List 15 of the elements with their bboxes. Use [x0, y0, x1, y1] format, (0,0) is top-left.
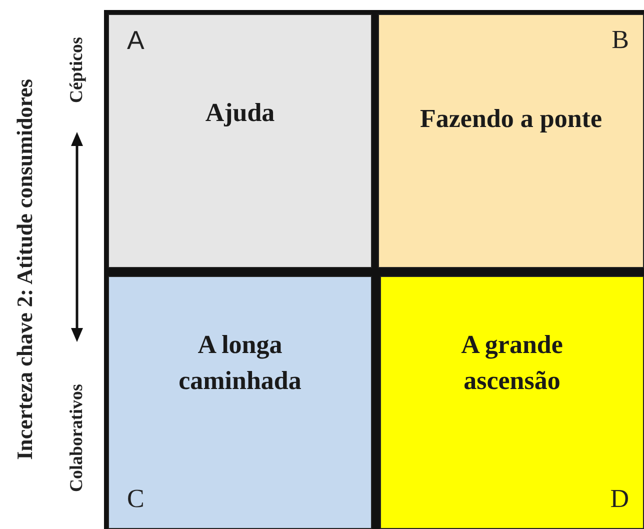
quadrant-box [380, 276, 644, 529]
quadrant-letter: B [612, 25, 629, 55]
quadrant-box [108, 276, 372, 529]
scenario-title: A longa caminhada [178, 329, 302, 397]
scenario-title: Fazendo a ponte [420, 103, 602, 135]
quadrant-letter: C [127, 484, 144, 514]
scenario-title: Ajuda [205, 97, 275, 129]
axis-end-label: Colaborativos [66, 384, 87, 492]
quadrant-box [108, 14, 372, 268]
quadrant-letter: A [127, 25, 144, 56]
quadrant-letter: D [610, 484, 629, 514]
axis-end-label: Cépticos [66, 37, 87, 103]
axis-title: Incerteza chave 2: Atitude consumidores [12, 79, 38, 460]
quadrant-box [378, 14, 644, 268]
scenario-title: A grande ascensão [460, 329, 564, 397]
